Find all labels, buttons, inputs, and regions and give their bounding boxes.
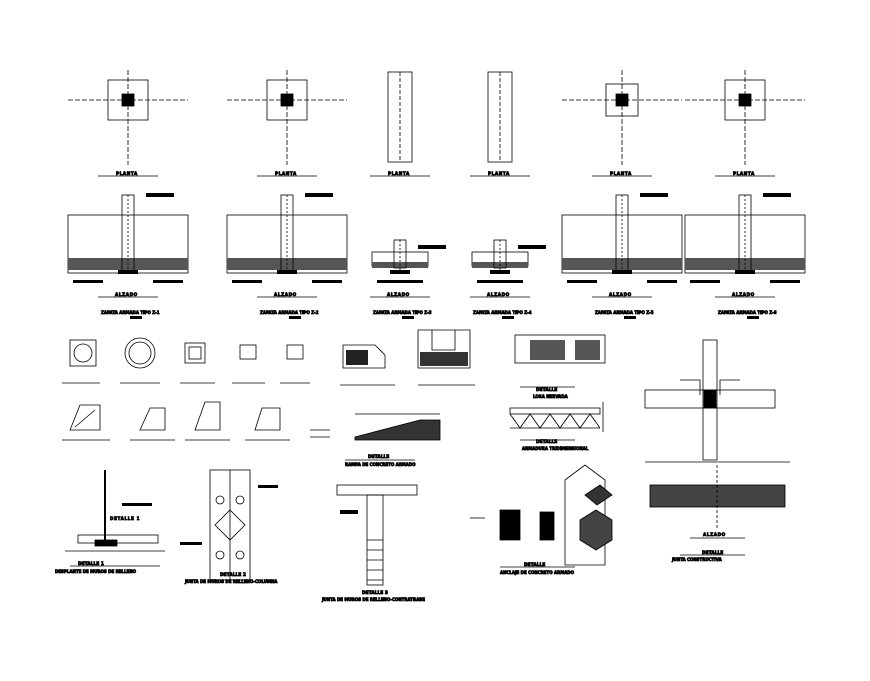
footing-title: ZAPATA ARMADA TIPO Z-4 <box>473 310 532 315</box>
elevation-label: ALZADO <box>732 292 755 297</box>
detail-1-title: DETALLE 1 <box>110 516 140 521</box>
footing-z3: PLANTA ALZADO ZAPATA ARMADA TIPO Z-3 <box>370 71 446 319</box>
joint-title: DETALLE <box>702 550 723 556</box>
plan-label: PLANTA <box>610 171 632 176</box>
plan-label: PLANTA <box>388 171 410 176</box>
ramp-title: DETALLE <box>368 454 389 460</box>
beam-sections <box>310 329 606 461</box>
footing-z2: PLANTA ALZADO ZAPATA ARMADA TIPO Z-2 <box>226 70 348 319</box>
anchorage-title: DETALLE <box>524 562 545 568</box>
detail-labels: DETALLE 1 DETALLE 1 DESPLANTE DE MUROS D… <box>55 387 745 602</box>
column-ring <box>73 343 93 363</box>
column-sections <box>62 337 310 441</box>
detail-1-subtitle: DESPLANTE DE MUROS DE RELLENO <box>55 569 137 574</box>
plan-label: PLANTA <box>733 171 755 176</box>
plan-label: PLANTA <box>116 171 138 176</box>
footing-z1: PLANTA ALZADO ZAPATA ARMADA TIPO Z-1 <box>67 70 189 319</box>
small-column-section <box>286 344 304 360</box>
anchorage-drawing <box>470 464 613 566</box>
beam-section-2 <box>417 329 471 369</box>
elevation-label: ALZADO <box>274 292 297 297</box>
joint-elevation-label: ALZADO <box>703 532 726 537</box>
footing-title: ZAPATA ARMADA TIPO Z-6 <box>718 310 777 315</box>
elevation-label: ALZADO <box>115 292 138 297</box>
anchorage-subtitle: ANCLAJE DE CONCRETO ARMADO <box>500 570 575 575</box>
plan-label: PLANTA <box>275 171 297 176</box>
ribbed-slab <box>514 334 606 364</box>
ramp-section <box>354 419 441 441</box>
corner-detail <box>69 404 101 431</box>
round-column-section <box>124 337 156 369</box>
detail-3-title: DETALLE 3 <box>362 590 388 596</box>
detail-2-title: DETALLE 2 <box>220 572 246 578</box>
detail-3-subtitle: JUNTA DE MUROS DE RELLENO-CONTRATRABE <box>321 597 425 602</box>
footing-title: ZAPATA ARMADA TIPO Z-1 <box>101 310 160 315</box>
detail-1-title-text: DETALLE 1 <box>78 561 104 567</box>
ramp-subtitle: RAMPA DE CONCRETO ARMADO <box>345 462 416 467</box>
elevation-label: ALZADO <box>487 292 510 297</box>
elevation-label: ALZADO <box>609 292 632 297</box>
truss-title: DETALLE <box>536 439 557 445</box>
column-joint-plan <box>644 339 776 461</box>
footing-title: ZAPATA ARMADA TIPO Z-5 <box>595 310 654 315</box>
detail-2-drawing <box>180 469 278 581</box>
small-column-section <box>184 342 206 364</box>
detail-1-drawing <box>65 470 165 552</box>
truss-web <box>509 413 601 429</box>
footing-z4: PLANTA ALZADO ZAPATA ARMADA TIPO Z-4 <box>470 71 546 319</box>
detail-3-drawing <box>336 484 418 586</box>
footing-title: ZAPATA ARMADA TIPO Z-3 <box>373 310 432 315</box>
beam-section-1 <box>342 344 386 369</box>
detail-2-subtitle: JUNTA DE MUROS DE RELLENO-COLUMNA <box>184 579 278 584</box>
elevation-label: ALZADO <box>387 292 410 297</box>
plan-label: PLANTA <box>488 171 510 176</box>
square-column-section <box>69 339 97 367</box>
small-column-section <box>239 344 257 360</box>
slab-title: DETALLE <box>536 387 557 393</box>
construction-joint-drawing <box>645 461 790 530</box>
footing-title: ZAPATA ARMADA TIPO Z-2 <box>260 310 319 315</box>
joint-subtitle: JUNTA CONSTRUCTIVA <box>671 557 723 562</box>
truss-top-chord <box>509 407 601 415</box>
slab-subtitle: LOSA NERVADA <box>533 394 569 399</box>
footing-z5: PLANTA ALZADO ZAPATA ARMADA TIPO Z-5 <box>561 70 683 319</box>
truss-subtitle: ARMADURA TRIDIMENSIONAL <box>522 446 589 451</box>
footing-z6: PLANTA ALZADO ZAPATA ARMADA TIPO Z-6 <box>684 70 806 319</box>
